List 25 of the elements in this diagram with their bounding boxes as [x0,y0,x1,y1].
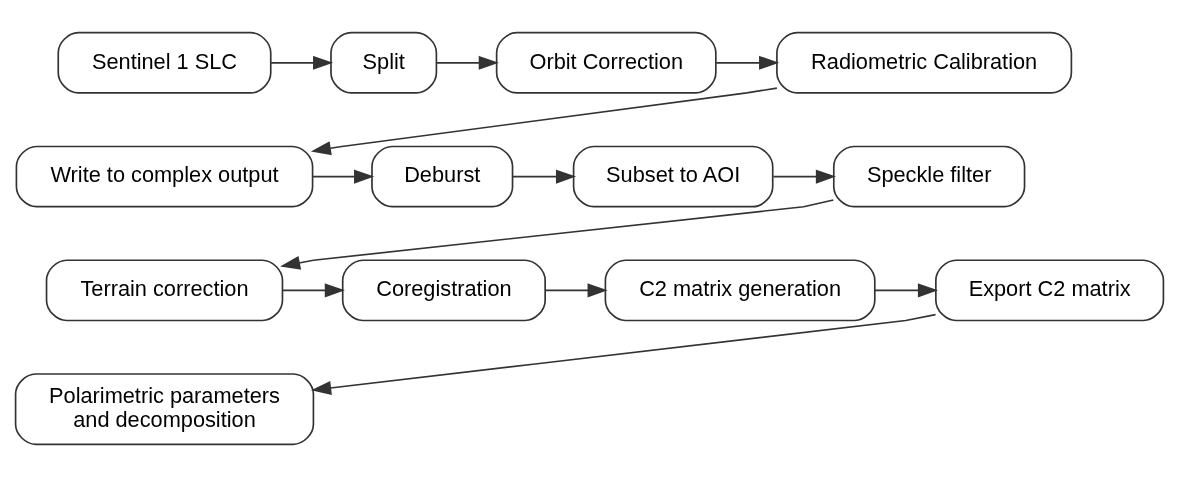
node-box: Terrain correction [45,259,284,322]
node-box: Subset to AOI [572,145,774,208]
node-box: Polarimetric parameters and decomposition [14,373,315,446]
arrow [310,87,778,156]
arrow [311,313,937,395]
node-box: C2 matrix generation [604,259,876,322]
arrow [281,283,345,298]
node-box: Export C2 matrix [935,259,1165,322]
arrow [544,283,608,298]
node-box: Split [330,31,438,94]
node-box: Write to complex output [15,145,314,208]
arrow [772,169,836,184]
arrow [511,169,577,184]
arrow [280,199,835,270]
arrow [312,169,375,184]
node-box: Deburst [371,145,514,208]
node-box: Speckle filter [832,145,1026,208]
node-box: Sentinel 1 SLC [57,31,272,94]
arrow [436,55,499,70]
node-box: Radiometric Calibration [776,31,1073,94]
arrow [270,55,334,70]
node-box: Coregistration [341,259,546,322]
node-box: Orbit Correction [495,31,717,94]
arrow [715,55,780,70]
arrow [873,283,938,298]
